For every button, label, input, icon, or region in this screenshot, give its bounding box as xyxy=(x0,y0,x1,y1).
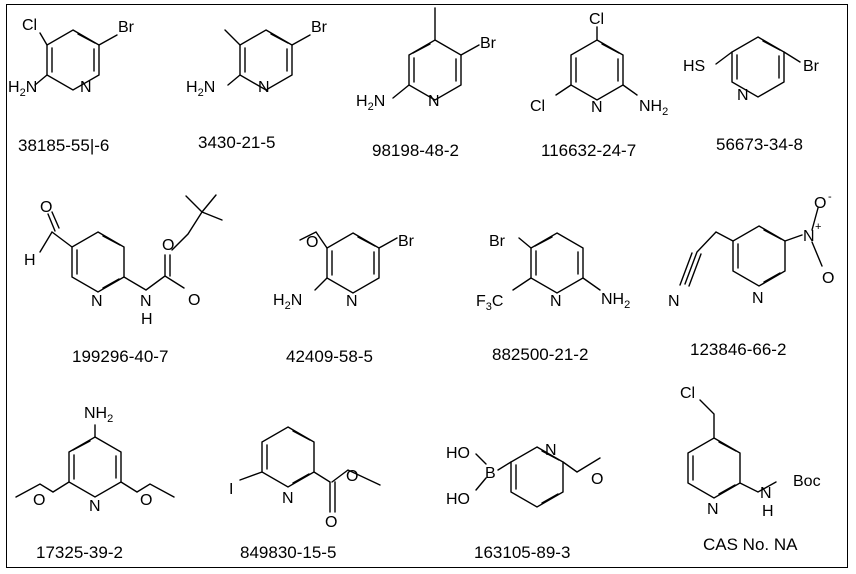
atom-label: N xyxy=(545,442,557,459)
atom-label: NH2 xyxy=(84,405,113,425)
atom-label: O xyxy=(346,468,358,485)
structure-13: Cl N N H Boc CAS No. NA xyxy=(680,385,821,554)
atom-label: H2N xyxy=(186,79,215,99)
figure-frame xyxy=(6,4,848,568)
atom-label: Br xyxy=(803,58,820,75)
atom-label: Br xyxy=(398,233,415,250)
atom-label: N xyxy=(803,228,815,245)
atom-label: N xyxy=(591,99,603,116)
atom-label: - xyxy=(828,191,832,203)
atom-label: NH2 xyxy=(639,98,668,118)
atom-label: H2N xyxy=(8,79,37,99)
structure-11: I N O O 849830-15-5 xyxy=(229,426,381,562)
structure-4: Cl Cl N NH2 116632-24-7 xyxy=(530,11,668,160)
atom-label: H2N xyxy=(273,292,302,312)
structure-8: Br F3C N NH2 882500-21-2 xyxy=(476,232,630,364)
atom-label: N xyxy=(668,293,680,310)
atom-label: N xyxy=(737,87,749,104)
atom-label: N xyxy=(752,290,764,307)
atom-label: HS xyxy=(683,58,705,75)
atom-label: N xyxy=(258,79,270,96)
atom-label: O xyxy=(306,234,318,251)
structure-10: NH2 O N O 17325-39-2 xyxy=(15,405,175,562)
cas-number: 849830-15-5 xyxy=(240,543,336,562)
atom-label: Br xyxy=(480,35,497,52)
atom-label: Boc xyxy=(793,473,821,490)
atom-label: O xyxy=(814,195,826,212)
atom-label: Cl xyxy=(680,385,695,402)
atom-label: Cl xyxy=(22,17,37,34)
atom-label: H xyxy=(762,503,774,520)
atom-label: N xyxy=(707,501,719,518)
atom-label: N xyxy=(89,498,101,515)
atom-label: N xyxy=(91,293,103,310)
cas-number: CAS No. NA xyxy=(703,535,798,554)
atom-label: Cl xyxy=(530,98,545,115)
atom-label: O xyxy=(33,492,45,509)
atom-label: I xyxy=(229,481,233,498)
cas-number: 123846-66-2 xyxy=(690,340,786,359)
cas-number: 116632-24-7 xyxy=(541,141,636,160)
atom-label: O xyxy=(40,199,52,216)
atom-label: N xyxy=(140,293,152,310)
atom-label: F3C xyxy=(476,293,503,313)
atom-label: N xyxy=(80,79,92,96)
cas-number: 3430-21-5 xyxy=(198,133,276,152)
cas-number: 199296-40-7 xyxy=(72,347,168,366)
structure-9: N N N + O - O 123846-66-2 xyxy=(668,191,834,359)
structure-3: Br H2N N 98198-48-2 xyxy=(356,7,497,160)
structure-1: Br Cl H2N N 38185-55|-6 xyxy=(8,17,135,155)
atom-label: Br xyxy=(311,19,328,36)
atom-label: HO xyxy=(446,445,470,462)
atom-label: Br xyxy=(118,19,135,36)
atom-label: O xyxy=(591,471,603,488)
atom-label: O xyxy=(140,492,152,509)
atom-label: O xyxy=(162,237,174,254)
structure-6: H O N N H O O 199296-40-7 xyxy=(24,194,223,366)
atom-label: O xyxy=(188,292,200,309)
atom-label: Cl xyxy=(589,11,604,28)
atom-label: B xyxy=(485,465,496,482)
cas-number: 163105-89-3 xyxy=(474,543,570,562)
atom-label: H xyxy=(141,311,153,328)
atom-label: HO xyxy=(446,491,470,508)
atom-label: N xyxy=(346,293,358,310)
atom-label: H xyxy=(24,252,36,269)
atom-label: N xyxy=(282,490,294,507)
cas-number: 98198-48-2 xyxy=(372,141,459,160)
structure-7: O Br H2N N 42409-58-5 xyxy=(273,231,415,366)
atom-label: O xyxy=(325,514,337,531)
atom-label: NH2 xyxy=(601,291,630,311)
cas-number: 882500-21-2 xyxy=(492,345,588,364)
cas-number: 42409-58-5 xyxy=(286,347,373,366)
atom-label: O xyxy=(822,270,834,287)
atom-label: N xyxy=(428,93,440,110)
atom-label: + xyxy=(815,221,821,233)
structure-2: Br H2N N 98198-48-2 3430-21-5 xyxy=(186,19,328,152)
atom-label: N xyxy=(550,293,562,310)
structure-5: HS Br N 56673-34-8 xyxy=(683,36,820,154)
cas-number: 38185-55|-6 xyxy=(18,136,109,155)
structure-12: HO B HO N O 163105-89-3 xyxy=(446,442,603,562)
cas-number: 56673-34-8 xyxy=(716,135,803,154)
atom-label: Br xyxy=(489,233,506,250)
atom-label: N xyxy=(760,485,772,502)
cas-number: 17325-39-2 xyxy=(36,543,123,562)
atom-label: H2N xyxy=(356,93,385,113)
